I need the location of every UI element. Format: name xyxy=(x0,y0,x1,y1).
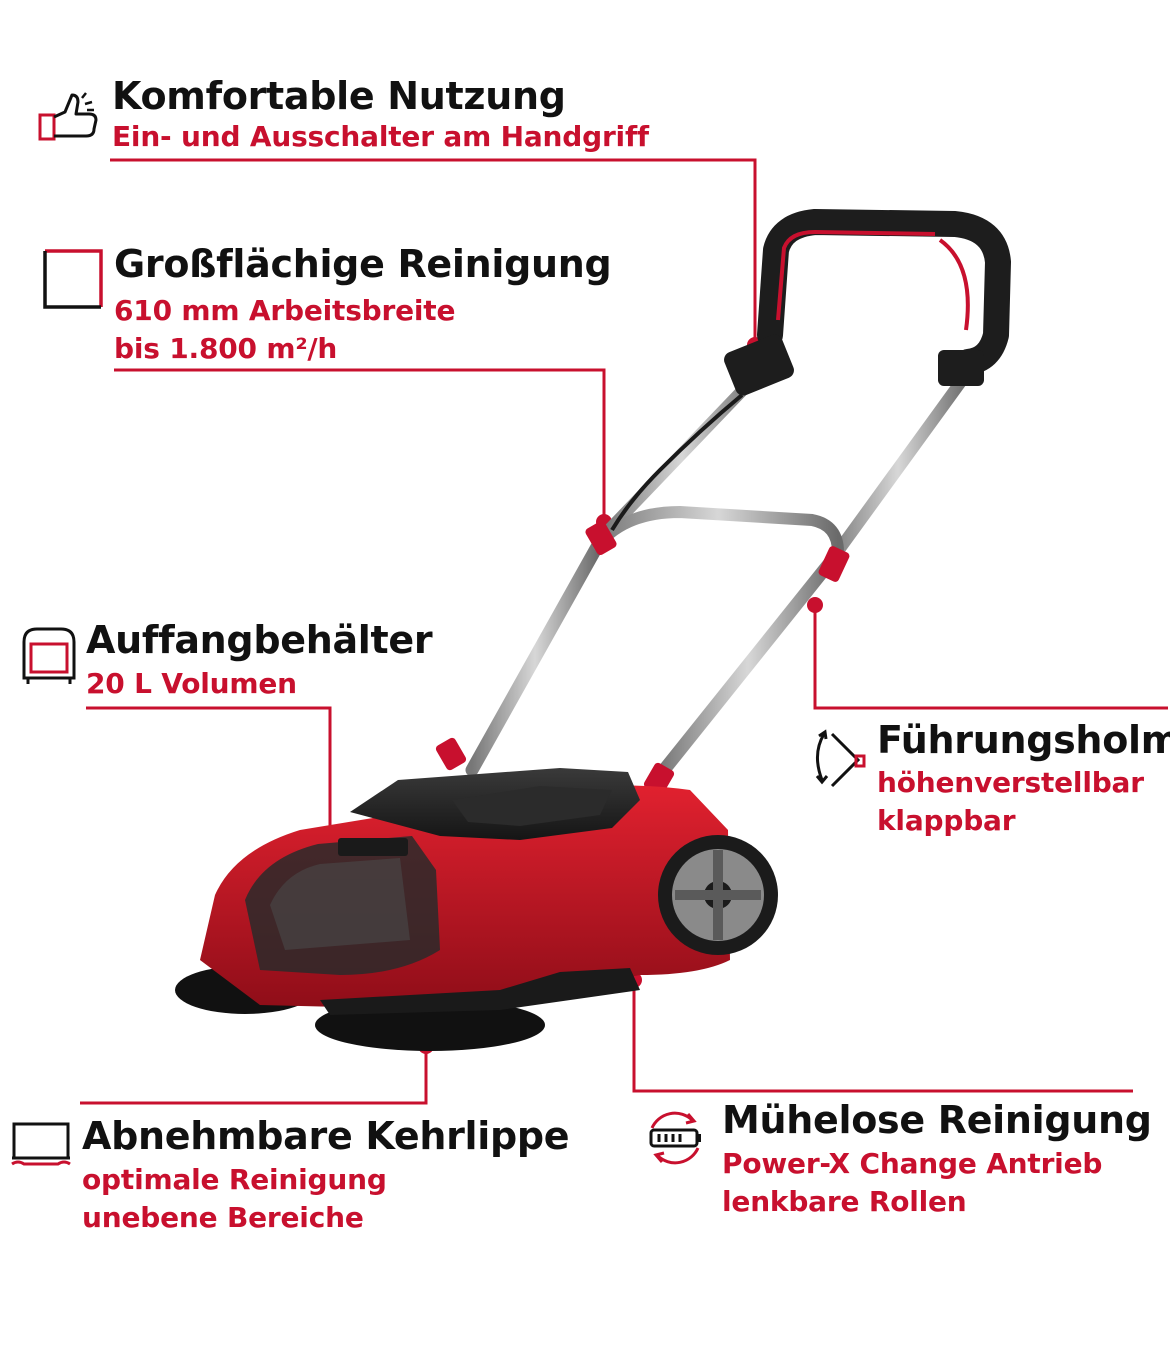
thumbs-up-icon xyxy=(38,92,98,141)
container-icon xyxy=(22,627,76,684)
feature-handle-line-1: höhenverstellbar xyxy=(877,766,1144,799)
feature-lip-title: Abnehmbare Kehrlippe xyxy=(82,1114,570,1158)
feature-area-title: Großflächige Reinigung xyxy=(114,242,612,286)
feature-effortless-line-2: lenkbare Rollen xyxy=(722,1185,967,1218)
callout-lines xyxy=(80,158,1168,1105)
battery-cycle-icon xyxy=(649,1111,701,1165)
handle-frame xyxy=(435,209,1011,796)
sweeper-body xyxy=(175,768,778,1051)
feature-comfort-line-1: Ein- und Ausschalter am Handgriff xyxy=(112,120,649,153)
callout-line-area xyxy=(114,368,606,520)
feature-comfort-title: Komfortable Nutzung xyxy=(112,74,566,118)
callout-dot-handle xyxy=(807,597,823,613)
callout-line-handle xyxy=(813,605,1168,710)
square-area-icon xyxy=(43,249,103,309)
feature-effortless-title: Mühelose Reinigung xyxy=(722,1098,1152,1142)
callout-line-comfort xyxy=(110,158,757,345)
callout-line-effortless xyxy=(632,982,1133,1093)
feature-lip-line-2: unebene Bereiche xyxy=(82,1201,364,1234)
feature-handle-title: Führungsholm xyxy=(877,718,1170,762)
feature-container-line-1: 20 L Volumen xyxy=(86,667,297,700)
sweeping-lip-icon xyxy=(11,1122,71,1166)
adjust-handle-icon xyxy=(815,729,866,788)
feature-handle-line-2: klappbar xyxy=(877,804,1016,837)
feature-lip-line-1: optimale Reinigung xyxy=(82,1163,387,1196)
callout-line-lip xyxy=(80,1048,428,1105)
callout-line-container xyxy=(86,706,332,838)
feature-area-line-2: bis 1.800 m²/h xyxy=(114,332,338,365)
feature-container-title: Auffangbehälter xyxy=(86,618,433,662)
feature-area-line-1: 610 mm Arbeitsbreite xyxy=(114,294,456,327)
feature-effortless-line-1: Power-X Change Antrieb xyxy=(722,1147,1103,1180)
